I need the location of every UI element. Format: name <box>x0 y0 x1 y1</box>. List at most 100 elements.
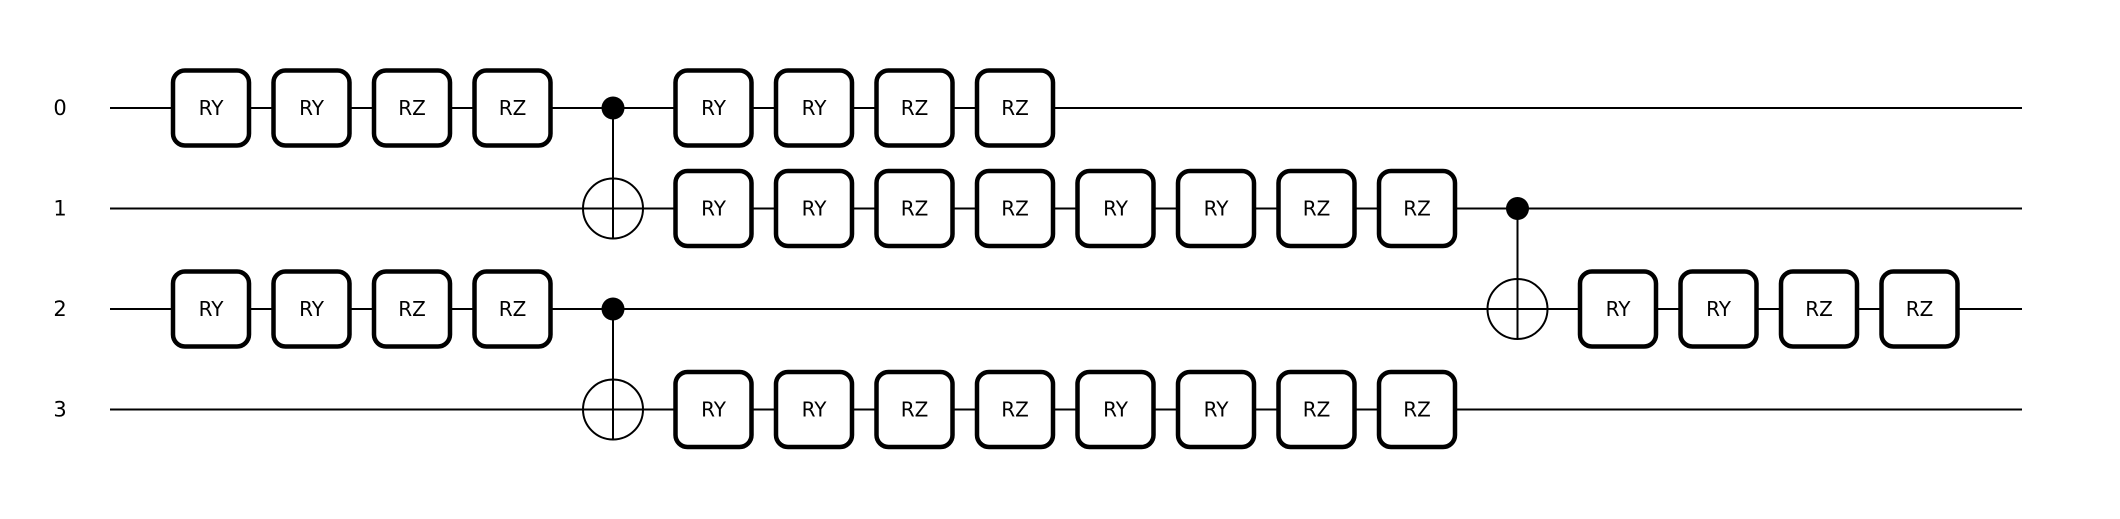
gate-box <box>371 68 453 148</box>
wire-label-1: 1 <box>53 197 66 221</box>
gate-ry-w1-c6: RY <box>773 168 855 249</box>
gate-label: RY <box>299 96 325 120</box>
gate-rz-w0-c2: RZ <box>371 68 453 148</box>
gate-label: RY <box>802 96 828 120</box>
gate-box <box>371 269 453 349</box>
cnot-c1-t2 <box>1486 197 1549 340</box>
gate-label: RZ <box>398 96 426 120</box>
gate-ry-w0-c0: RY <box>170 68 252 148</box>
gate-rz-w3-c8: RZ <box>974 369 1056 450</box>
cnot-c0-t1 <box>582 96 644 240</box>
gate-label: RY <box>701 96 727 120</box>
gate-label: RZ <box>1805 297 1833 321</box>
gate-box <box>1276 168 1357 249</box>
gate-box <box>974 369 1056 450</box>
gate-rz-w1-c7: RZ <box>874 168 955 249</box>
cnot-c2-t3 <box>582 297 644 441</box>
gate-ry-w1-c10: RY <box>1175 168 1257 249</box>
gate-box <box>271 68 352 148</box>
gate-rz-w2-c17: RZ <box>1879 269 1960 349</box>
gate-ry-w3-c9: RY <box>1075 369 1156 450</box>
gate-rz-w1-c12: RZ <box>1376 168 1458 249</box>
gate-label: RZ <box>1303 197 1331 221</box>
gate-label: RY <box>1606 297 1632 321</box>
gate-label: RZ <box>1001 398 1029 422</box>
gate-box <box>974 168 1056 249</box>
gate-ry-w1-c9: RY <box>1075 168 1156 249</box>
gate-label: RY <box>199 96 225 120</box>
gate-box <box>1175 168 1257 249</box>
gate-box <box>673 168 754 249</box>
wire-label-3: 3 <box>53 398 66 422</box>
gate-label: RY <box>1103 398 1129 422</box>
gate-box <box>1778 269 1860 349</box>
control-dot <box>1506 197 1529 220</box>
gate-box <box>170 68 252 148</box>
gate-label: RY <box>701 398 727 422</box>
gate-box <box>170 269 252 349</box>
gate-box <box>1577 269 1659 349</box>
gate-box <box>1879 269 1960 349</box>
gate-box <box>472 68 553 148</box>
gate-ry-w1-c5: RY <box>673 168 754 249</box>
gate-rz-w0-c8: RZ <box>974 68 1056 148</box>
gate-label: RY <box>1204 398 1230 422</box>
gate-label: RZ <box>1906 297 1934 321</box>
gate-rz-w2-c2: RZ <box>371 269 453 349</box>
gate-label: RY <box>802 398 828 422</box>
gate-ry-w2-c14: RY <box>1577 269 1659 349</box>
gate-label: RZ <box>1403 197 1431 221</box>
gate-label: RY <box>701 197 727 221</box>
gate-box <box>874 369 955 450</box>
gate-box <box>1678 269 1759 349</box>
gate-label: RY <box>199 297 225 321</box>
gate-box <box>1376 369 1458 450</box>
gate-box <box>874 168 955 249</box>
gate-ry-w2-c1: RY <box>271 269 352 349</box>
gate-label: RZ <box>499 96 527 120</box>
gate-box <box>773 369 855 450</box>
gate-rz-w2-c3: RZ <box>472 269 553 349</box>
gate-rz-w3-c11: RZ <box>1276 369 1357 450</box>
gate-label: RY <box>1706 297 1732 321</box>
control-dot <box>601 297 625 321</box>
gate-ry-w0-c6: RY <box>773 68 855 148</box>
gate-label: RY <box>299 297 325 321</box>
gate-box <box>673 68 754 148</box>
gate-label: RY <box>802 197 828 221</box>
gate-label: RZ <box>499 297 527 321</box>
gate-box <box>773 68 855 148</box>
gate-box <box>673 369 754 450</box>
wire-label-2: 2 <box>53 297 66 321</box>
gate-box <box>1175 369 1257 450</box>
gate-label: RZ <box>398 297 426 321</box>
gate-box <box>974 68 1056 148</box>
gate-ry-w2-c15: RY <box>1678 269 1759 349</box>
gate-ry-w3-c10: RY <box>1175 369 1257 450</box>
gate-ry-w0-c5: RY <box>673 68 754 148</box>
gate-box <box>773 168 855 249</box>
gate-label: RZ <box>901 197 929 221</box>
gate-label: RZ <box>1403 398 1431 422</box>
gate-rz-w0-c7: RZ <box>874 68 955 148</box>
gate-box <box>1075 369 1156 450</box>
gate-box <box>1276 369 1357 450</box>
gate-rz-w1-c8: RZ <box>974 168 1056 249</box>
gate-rz-w2-c16: RZ <box>1778 269 1860 349</box>
wire-label-0: 0 <box>53 96 66 120</box>
gate-rz-w3-c12: RZ <box>1376 369 1458 450</box>
gate-rz-w0-c3: RZ <box>472 68 553 148</box>
gate-label: RZ <box>901 96 929 120</box>
gate-label: RZ <box>901 398 929 422</box>
gate-label: RY <box>1204 197 1230 221</box>
gate-box <box>1075 168 1156 249</box>
gate-box <box>874 68 955 148</box>
gate-ry-w3-c6: RY <box>773 369 855 450</box>
gate-ry-w3-c5: RY <box>673 369 754 450</box>
gate-ry-w2-c0: RY <box>170 269 252 349</box>
gate-box <box>1376 168 1458 249</box>
gate-label: RZ <box>1001 197 1029 221</box>
